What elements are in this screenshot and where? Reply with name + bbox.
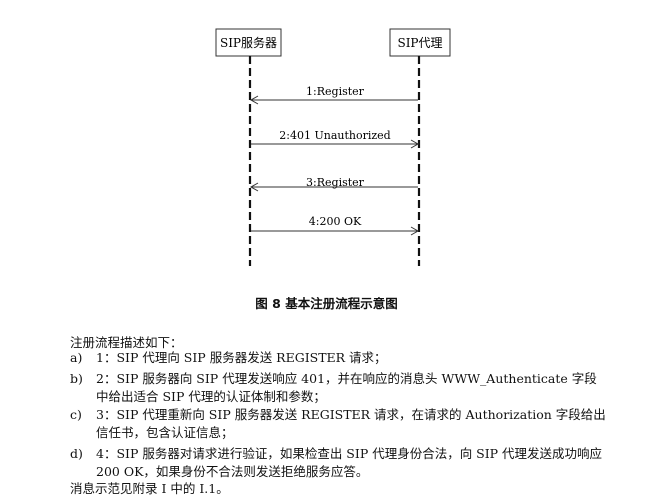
- arrowhead-left-icon: [249, 95, 259, 105]
- list-item-text: 1：SIP 代理向 SIP 服务器发送 REGISTER 请求；: [96, 350, 387, 365]
- cut-off-line: 消息示范见附录 I 中的 I.1。: [70, 481, 229, 496]
- participant-box-sip-server: [215, 28, 282, 57]
- message-label-3: 3:Register: [306, 176, 365, 189]
- message-label-4: 4:200 OK: [309, 215, 362, 228]
- message-label-2: 2:401 Unauthorized: [279, 129, 390, 142]
- intro-text: 注册流程描述如下：: [70, 335, 183, 350]
- list-item-label: a): [70, 350, 83, 365]
- arrowhead-right-icon: [410, 139, 420, 149]
- participant-label-sip-server: SIP服务器: [220, 35, 277, 50]
- sequence-diagram: SIP服务器 SIP代理 1:Register 2:401 Unauthoriz…: [215, 28, 451, 266]
- arrowhead-right-icon: [410, 226, 420, 236]
- list-item-label: c): [70, 407, 82, 422]
- arrowhead-left-icon: [249, 182, 259, 192]
- participant-label-sip-proxy: SIP代理: [397, 36, 442, 50]
- list-item-label: b): [70, 371, 83, 386]
- message-label-1: 1:Register: [306, 85, 365, 98]
- figure-caption: 图 8 基本注册流程示意图: [255, 296, 398, 311]
- participant-box-sip-proxy: [389, 28, 451, 57]
- list-item-text: 4：SIP 服务器对请求进行验证，如果检查出 SIP 代理身份合法，向 SIP …: [96, 446, 603, 479]
- list-item-text: 3：SIP 代理重新向 SIP 服务器发送 REGISTER 请求，在请求的 A…: [96, 407, 606, 440]
- list-item-text: 2：SIP 服务器向 SIP 代理发送响应 401，并在响应的消息头 WWW_A…: [96, 371, 597, 404]
- list-item-label: d): [70, 446, 83, 461]
